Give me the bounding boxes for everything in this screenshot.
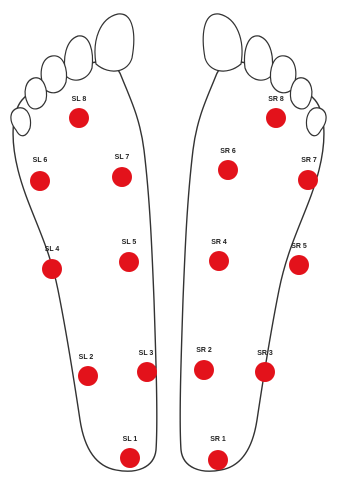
sensor-label: SR 8 (268, 96, 284, 103)
sensor-sr3: SR 3 (255, 350, 275, 382)
left-toe-4 (25, 78, 46, 109)
sensor-label: SL 1 (123, 436, 138, 443)
sensor-dot (289, 255, 309, 275)
right-toe-2 (245, 36, 273, 80)
sensor-label: SR 6 (220, 148, 236, 155)
sensor-label: SR 3 (257, 350, 273, 357)
sensor-dot (218, 160, 238, 180)
sensor-dot (194, 360, 214, 380)
sensor-dot (112, 167, 132, 187)
sensor-label: SL 5 (122, 239, 137, 246)
sensor-sl7: SL 7 (112, 154, 132, 187)
sensor-sl5: SL 5 (119, 239, 139, 272)
sensor-sl1: SL 1 (120, 436, 140, 468)
sensor-sl4: SL 4 (42, 246, 62, 279)
sensor-sr7: SR 7 (298, 157, 318, 190)
sensor-label: SR 5 (291, 243, 307, 250)
sensor-label: SR 1 (210, 436, 226, 443)
left-toe-2 (65, 36, 93, 80)
sensor-sr2: SR 2 (194, 347, 214, 380)
sensor-dot (119, 252, 139, 272)
sensor-dot (42, 259, 62, 279)
left-foot: SL 8 SL 6 SL 7 SL 4 SL 5 SL 2 (11, 14, 157, 471)
sensor-sr6: SR 6 (218, 148, 238, 180)
right-big-toe (203, 14, 242, 71)
sensor-sr4: SR 4 (209, 239, 229, 271)
sensor-label: SR 2 (196, 347, 212, 354)
sensor-label: SR 4 (211, 239, 227, 246)
sensor-dot (30, 171, 50, 191)
sensor-label: SL 3 (139, 350, 154, 357)
sensor-dot (209, 251, 229, 271)
sensor-sr8: SR 8 (266, 96, 286, 128)
sensor-label: SR 7 (301, 157, 317, 164)
right-toe-4 (291, 78, 312, 109)
sensor-dot (78, 366, 98, 386)
sensor-dot (266, 108, 286, 128)
sensor-sr1: SR 1 (208, 436, 228, 470)
sensor-dot (137, 362, 157, 382)
sensor-label: SL 7 (115, 154, 130, 161)
sensor-label: SL 2 (79, 354, 94, 361)
sensor-label: SL 8 (72, 96, 87, 103)
sensor-sr5: SR 5 (289, 243, 309, 275)
sensor-label: SL 4 (45, 246, 60, 253)
sensor-dot (69, 108, 89, 128)
sensor-dot (298, 170, 318, 190)
sensor-sl8: SL 8 (69, 96, 89, 128)
right-foot: SR 8 SR 6 SR 7 SR 4 SR 5 SR 2 (180, 14, 326, 471)
sensor-dot (120, 448, 140, 468)
sensor-dot (255, 362, 275, 382)
sensor-sl6: SL 6 (30, 157, 50, 191)
sensor-dot (208, 450, 228, 470)
left-big-toe (95, 14, 134, 71)
sensor-label: SL 6 (33, 157, 48, 164)
